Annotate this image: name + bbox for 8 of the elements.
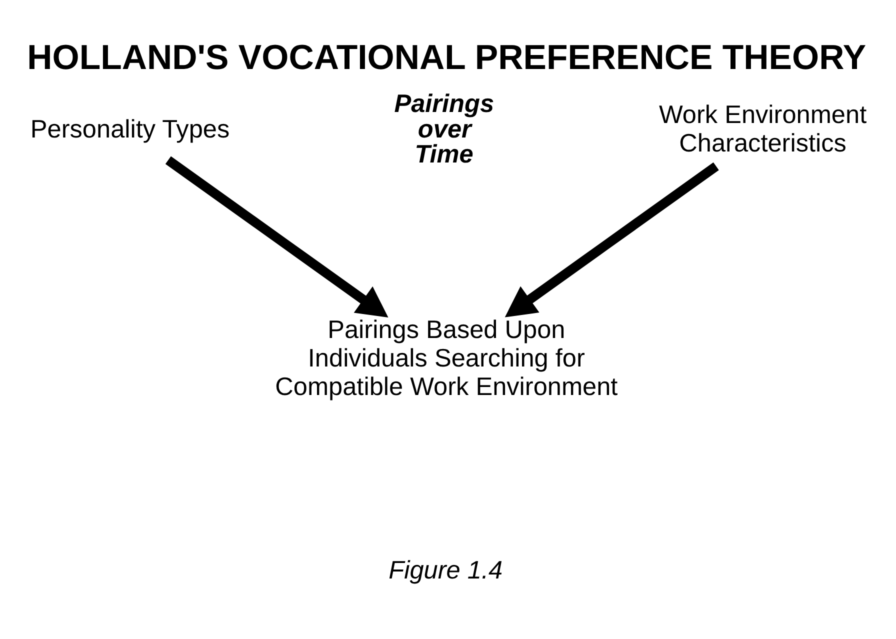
arrow — [504, 162, 719, 318]
label: Pairings over Time — [394, 90, 494, 169]
node-text: Work Environment Characteristics — [659, 101, 867, 158]
caption: Figure 1.4 — [388, 556, 503, 585]
node-text: Pairings Based Upon Individuals Searching for Compatible Work Environment — [275, 316, 618, 402]
arrow — [165, 156, 388, 318]
diagram-title: HOLLAND'S VOCATIONAL PREFERENCE THEORY — [27, 38, 866, 77]
node-text: Personality Types — [30, 115, 230, 144]
